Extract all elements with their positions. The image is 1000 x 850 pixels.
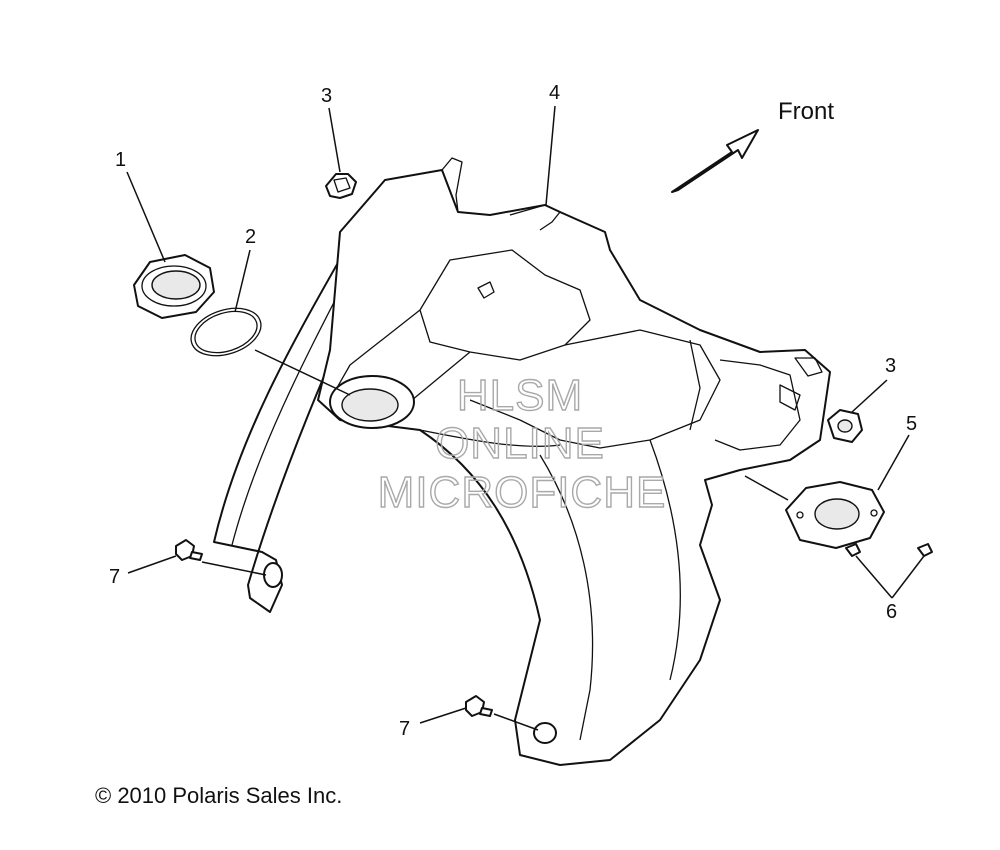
- callout-5: 5: [906, 413, 917, 435]
- callout-7-upper: 7: [109, 566, 120, 588]
- callout-4: 4: [549, 82, 560, 104]
- callout-3-upper: 3: [321, 85, 332, 107]
- watermark-line-2: ONLINE: [435, 419, 605, 468]
- part-6-screws: [845, 543, 933, 557]
- part-1-cap-ring: [133, 254, 215, 319]
- part-3-clip-upper: [325, 173, 357, 199]
- callout-6: 6: [886, 601, 897, 623]
- watermark: HLSM ONLINE MICROFICHE: [377, 370, 667, 517]
- part-2-o-ring: [190, 307, 262, 357]
- copyright-notice: © 2010 Polaris Sales Inc.: [95, 783, 343, 808]
- watermark-line-1: HLSM: [457, 371, 583, 420]
- callout-3-right: 3: [885, 355, 896, 377]
- front-direction-arrow: [671, 129, 759, 193]
- main-body-panel: [213, 157, 831, 766]
- leader-lines: [126, 105, 925, 731]
- part-3-clip-right: [827, 409, 863, 443]
- callout-7-lower: 7: [399, 718, 410, 740]
- part-7-rivet-upper: [175, 539, 203, 561]
- part-5-grommet-plate: [785, 481, 885, 549]
- front-label: Front: [778, 98, 834, 125]
- callout-1: 1: [115, 149, 126, 171]
- part-7-rivet-lower: [465, 695, 493, 717]
- watermark-line-3: MICROFICHE: [378, 468, 667, 517]
- callout-2: 2: [245, 226, 256, 248]
